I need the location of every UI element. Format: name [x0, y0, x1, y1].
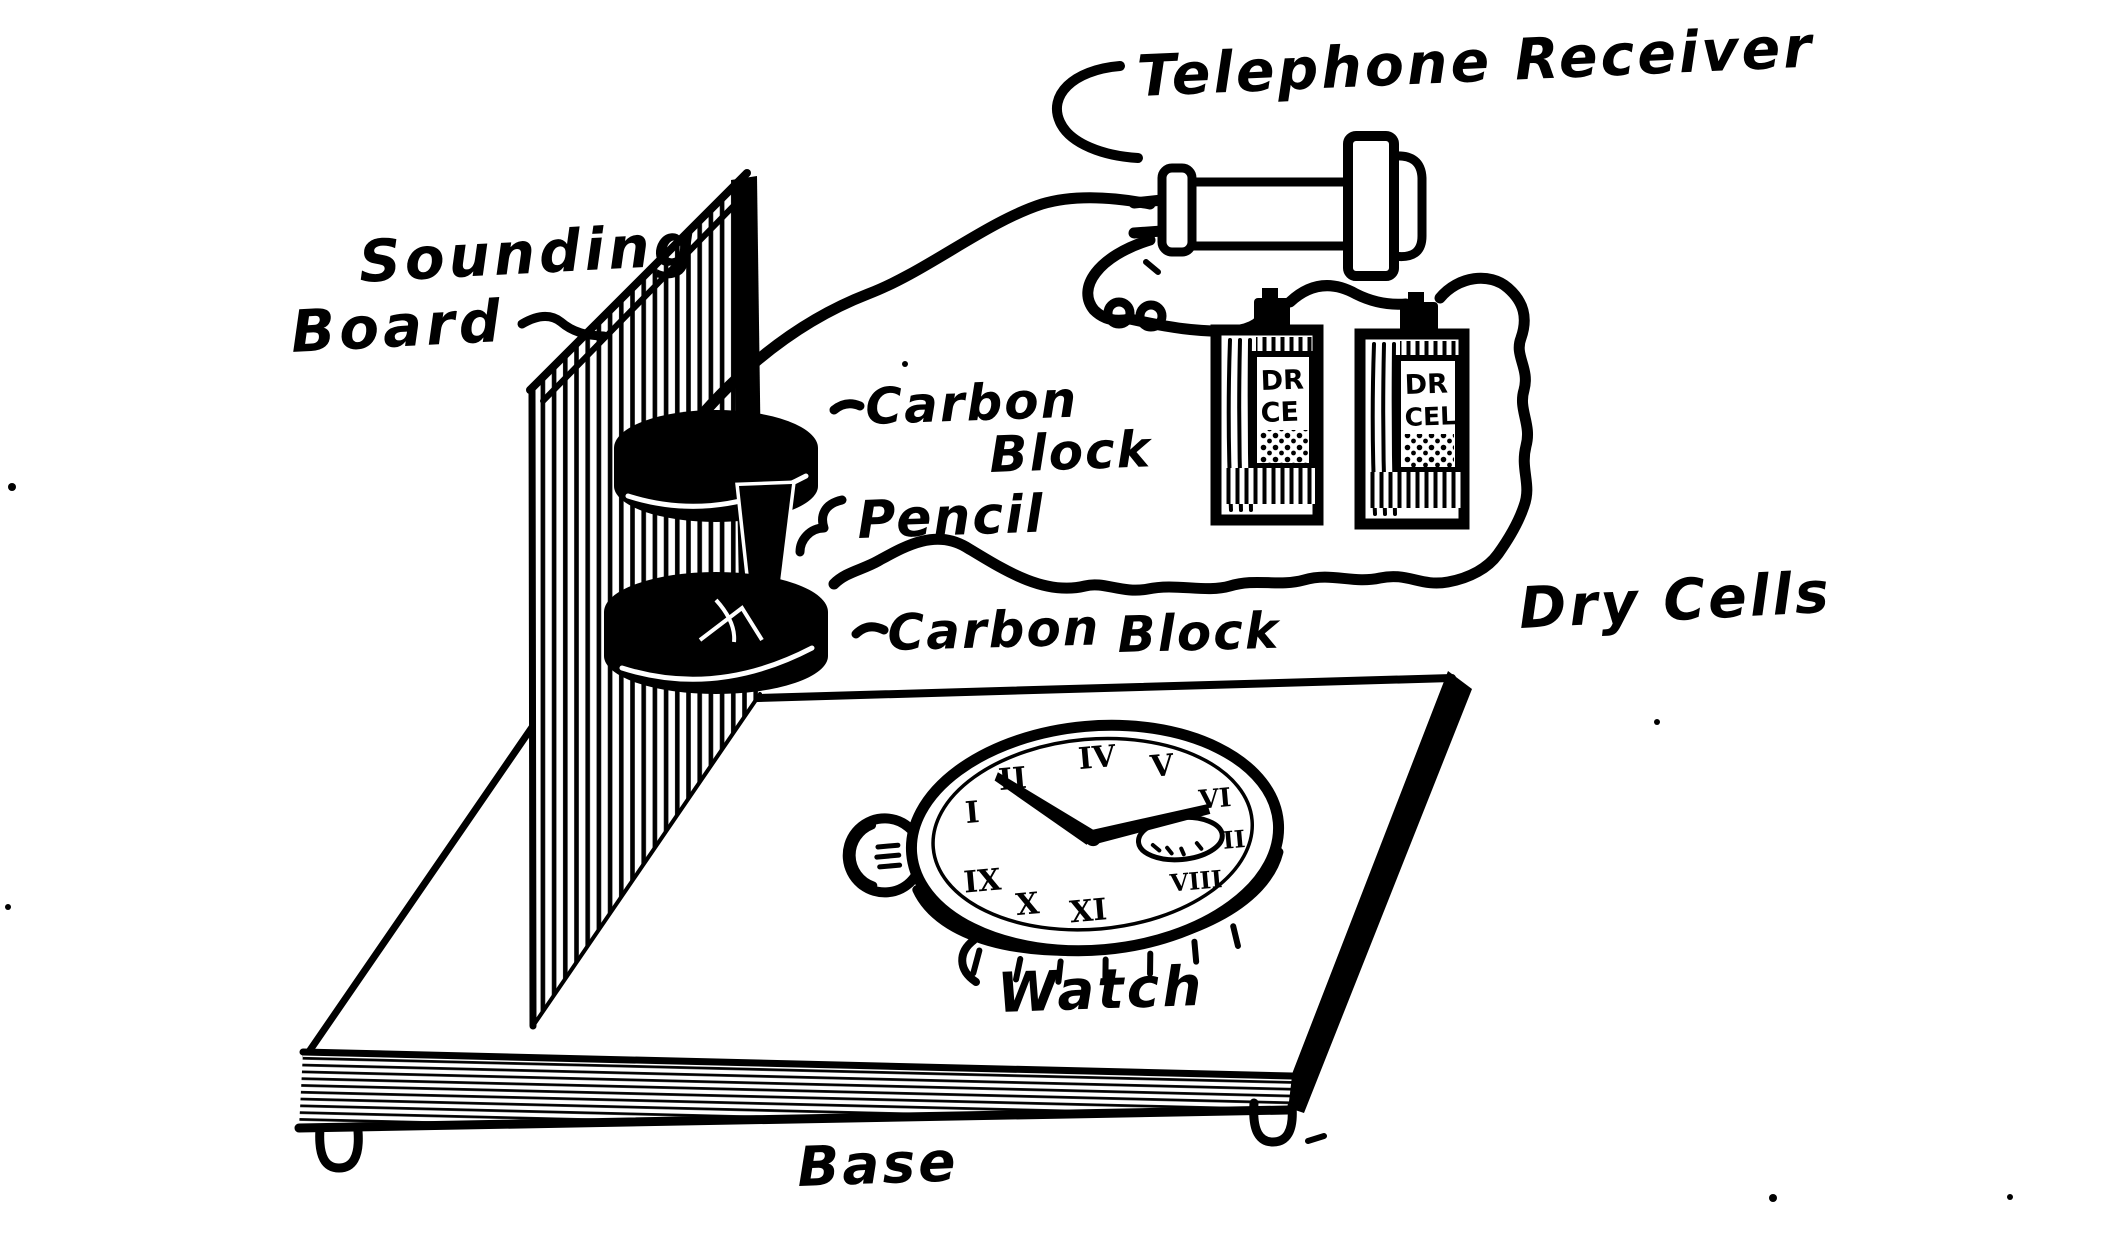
cell2-bottom-hatch [1367, 472, 1461, 508]
wire-coil-1 [1103, 297, 1135, 329]
speck [1769, 1194, 1777, 1202]
base-foot-tick [1305, 1133, 1327, 1144]
label-dry-cells: Dry Cells [1517, 560, 1833, 642]
cell2-label-line2: CEL [1404, 401, 1456, 432]
pointer-pencil [795, 495, 847, 557]
sounding-board-bottom-edge [531, 692, 762, 1028]
wire-cell1-to-cell2 [1284, 280, 1412, 310]
base-left-foot [315, 1123, 363, 1173]
speck [2007, 1194, 2013, 1200]
cell1-dot-texture [1260, 430, 1308, 463]
label-pencil: Pencil [856, 484, 1045, 551]
speck [902, 361, 908, 367]
paper-specks [5, 361, 2013, 1202]
watch-numeral: XI [1068, 892, 1108, 930]
base-front-top-line [299, 1048, 1296, 1080]
label-telephone-receiver: Telephone Receiver [1136, 14, 1817, 110]
cell2-terminal-tab [1408, 292, 1424, 304]
watch-band-ticks [970, 923, 1241, 985]
lower-block-highlight [619, 645, 815, 682]
pointer-sounding-board [517, 312, 609, 341]
base-left-edge [302, 700, 552, 1060]
pointer-watch [958, 936, 980, 986]
cell2-top-hatch [1400, 341, 1458, 356]
watch-numeral: X [1014, 886, 1041, 923]
watch-numeral: I [964, 795, 981, 831]
cell1-terminal-tab [1262, 288, 1278, 300]
sounding-board-top-edge-outer [526, 169, 751, 394]
label-carbon-upper: Carbon [864, 371, 1079, 436]
cell1-bottom-hatch [1223, 468, 1315, 504]
watch-numeral: V [1148, 748, 1176, 785]
pointer-telephone-receiver [1051, 61, 1143, 163]
cell1-top-hatch [1256, 337, 1312, 352]
lower-block-scratches [698, 598, 764, 643]
watch-minute-hand [994, 772, 1100, 845]
watch-subdial-ticks [1150, 841, 1204, 857]
receiver-cap-tick [1143, 259, 1161, 275]
receiver-terminal-upper [1128, 194, 1168, 209]
watch-numeral: IX [962, 862, 1003, 900]
speck [8, 483, 16, 491]
sounding-board-top-edge-inner [540, 185, 754, 404]
pocket-watch: I II IV V VI VII VIII IX X XI [842, 719, 1285, 985]
wire-cell2-to-lower-block [828, 272, 1533, 596]
receiver-terminal-lower [1128, 225, 1168, 239]
pointer-carbon-upper [829, 399, 865, 415]
watch-hand-pivot [1085, 830, 1102, 847]
base-right-foot [1249, 1098, 1297, 1147]
receiver-flange [1393, 151, 1427, 262]
base-front-bottom-line [294, 1105, 1293, 1133]
watch-hour-hand [1089, 804, 1211, 844]
label-board: Board [289, 287, 506, 366]
cell2-label-line1: DR [1404, 368, 1448, 400]
carbon-block-lower [604, 572, 828, 694]
base-right-edge [1280, 671, 1472, 1113]
watch-crown-arc [847, 821, 878, 890]
label-block-upper: Block [988, 420, 1153, 484]
base [294, 671, 1472, 1173]
label-watch: Watch [996, 954, 1205, 1025]
cell1-label-line1: DR [1260, 364, 1304, 396]
dry-cell-2: DR CEL [1354, 292, 1470, 530]
dry-cell-1: DR CE [1210, 288, 1324, 526]
sounding-board-left-edge [528, 384, 537, 1030]
label-block-lower: Block [1117, 602, 1282, 664]
label-base: Base [796, 1129, 959, 1199]
receiver-body [1183, 177, 1357, 251]
watch-crown-hatch [874, 842, 903, 870]
speck [5, 904, 11, 910]
watch-numeral: VIII [1168, 864, 1224, 898]
annotations: Telephone Receiver Sounding Board Carbon… [289, 14, 1833, 1199]
label-carbon-lower: Carbon [887, 598, 1101, 662]
pencil-tip-shadow [764, 586, 792, 642]
receiver-cap [1157, 163, 1197, 257]
watch-numeral: IV [1077, 739, 1118, 777]
cell1-label-line2: CE [1260, 397, 1299, 429]
wire-block-to-receiver [688, 192, 1156, 430]
carbon-transmitter [604, 410, 828, 694]
cell2-dot-texture [1404, 434, 1454, 467]
pointer-carbon-lower [851, 622, 889, 639]
receiver-earpiece [1343, 131, 1399, 281]
telephone-receiver [1128, 131, 1427, 281]
wire-coil-2 [1135, 300, 1167, 332]
speck [1654, 719, 1660, 725]
watch-face-ring [931, 736, 1255, 932]
